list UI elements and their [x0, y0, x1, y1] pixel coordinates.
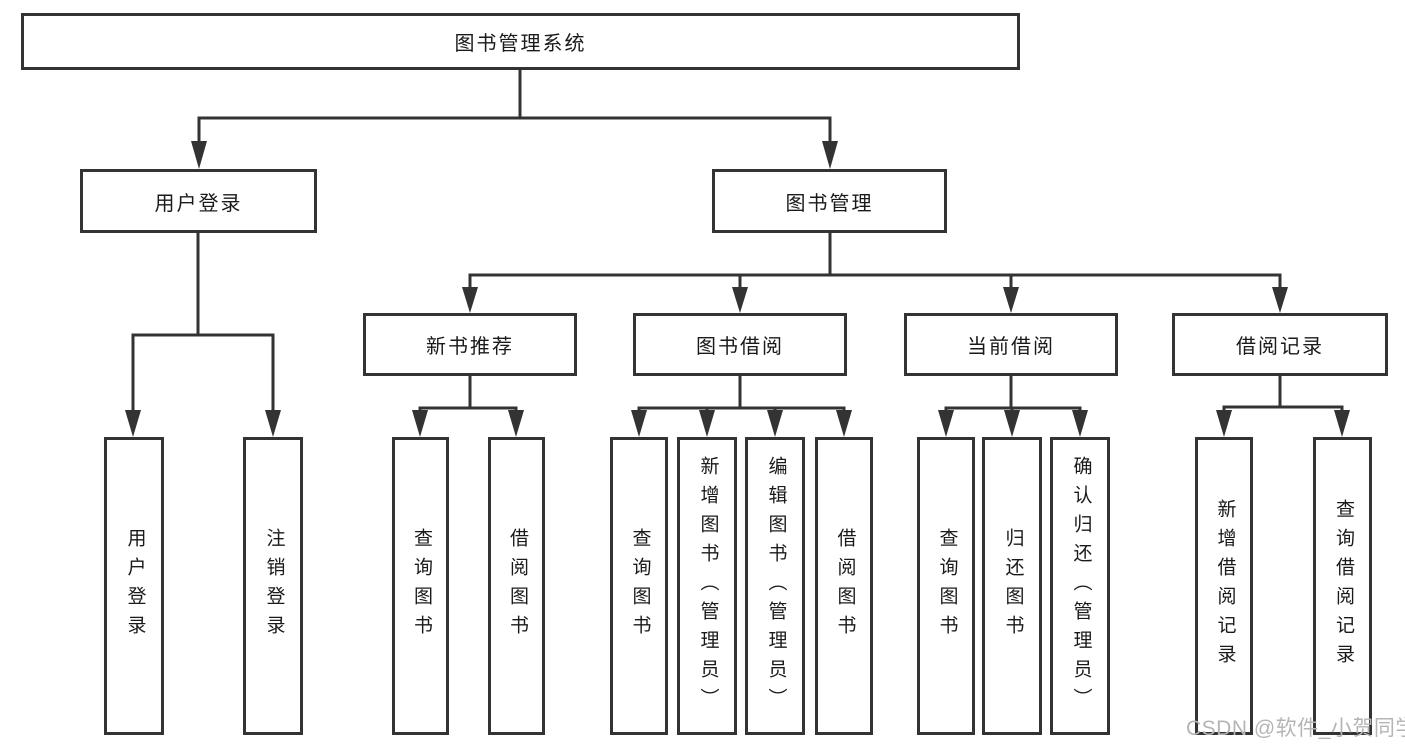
leaf-edit-book-admin: 编辑图书（管理员）	[745, 437, 805, 735]
leaf-add-borrow-record: 新增借阅记录	[1195, 437, 1253, 735]
leaf-borrow-books-borrow: 借阅图书	[815, 437, 873, 735]
node-book-management: 图书管理	[712, 169, 947, 233]
leaf-query-books-newbook: 查询图书	[392, 437, 449, 735]
leaf-borrow-books-newbook: 借阅图书	[488, 437, 545, 735]
leaf-user-login: 用户登录	[104, 437, 164, 735]
node-book-borrowing: 图书借阅	[633, 313, 847, 376]
node-current-borrowing: 当前借阅	[904, 313, 1118, 376]
leaf-confirm-return-admin: 确认归还（管理员）	[1050, 437, 1110, 735]
leaf-query-books-borrow: 查询图书	[610, 437, 668, 735]
node-user-login: 用户登录	[80, 169, 317, 233]
node-new-book-recommend: 新书推荐	[363, 313, 577, 376]
csdn-watermark: CSDN @软件_小贺同学	[1186, 717, 1405, 740]
leaf-logout: 注销登录	[243, 437, 303, 735]
leaf-return-books: 归还图书	[982, 437, 1042, 735]
leaf-add-book-admin: 新增图书（管理员）	[677, 437, 737, 735]
node-library-system: 图书管理系统	[21, 13, 1020, 70]
leaf-query-borrow-record: 查询借阅记录	[1313, 437, 1372, 735]
leaf-query-books-current: 查询图书	[917, 437, 975, 735]
node-borrowing-records: 借阅记录	[1172, 313, 1388, 376]
